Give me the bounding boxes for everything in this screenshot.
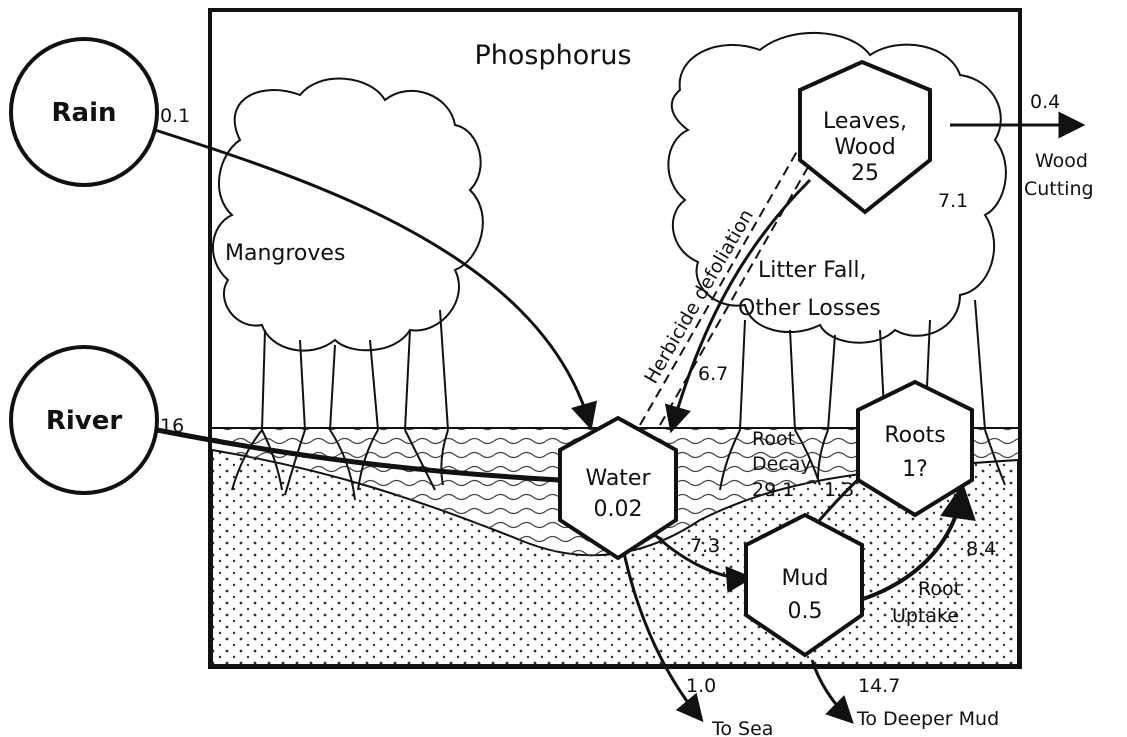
wood-cutting-label-1: Wood bbox=[1035, 150, 1088, 172]
to-sea-label: To Sea bbox=[711, 718, 773, 737]
wood-cutting-label-2: Cutting bbox=[1024, 178, 1094, 200]
root-uptake-label-1: Root bbox=[918, 578, 961, 600]
svg-text:25: 25 bbox=[851, 161, 879, 186]
flow-roots-to-mud-value: 1.3 bbox=[824, 479, 854, 501]
flow-root-decay-value: 29.1 bbox=[752, 479, 794, 501]
flow-rain-value: 0.1 bbox=[160, 105, 190, 127]
flow-leaves-loss-value: 7.1 bbox=[938, 190, 968, 212]
flow-litter-value: 6.7 bbox=[698, 363, 728, 385]
flow-root-uptake-value: 8.4 bbox=[966, 538, 996, 560]
root-decay-label-2: Decay bbox=[752, 453, 812, 475]
diagram-title: Phosphorus bbox=[474, 40, 631, 71]
svg-text:0.02: 0.02 bbox=[594, 497, 643, 522]
svg-text:Mud: Mud bbox=[782, 566, 829, 591]
flow-river-value: 16 bbox=[160, 415, 184, 437]
flow-to-deeper-mud-value: 14.7 bbox=[858, 675, 900, 697]
mangroves-label: Mangroves bbox=[225, 241, 345, 266]
to-deeper-mud-label: To Deeper Mud bbox=[856, 708, 999, 730]
litter-fall-label-1: Litter Fall, bbox=[758, 258, 867, 283]
flow-water-to-mud-value: 7.3 bbox=[690, 535, 720, 557]
root-uptake-label-2: Uptake bbox=[892, 605, 959, 627]
svg-text:1?: 1? bbox=[902, 457, 928, 482]
leaves-wood-storage: Leaves, Wood 25 bbox=[800, 62, 930, 212]
svg-text:Wood: Wood bbox=[834, 135, 895, 160]
svg-text:Roots: Roots bbox=[884, 423, 945, 448]
svg-text:Water: Water bbox=[585, 466, 651, 491]
litter-fall-label-2: Other Losses bbox=[738, 296, 881, 321]
flow-wood-cutting-value: 0.4 bbox=[1030, 91, 1060, 113]
svg-text:0.5: 0.5 bbox=[788, 599, 823, 624]
flow-to-sea-value: 1.0 bbox=[686, 675, 716, 697]
river-label: River bbox=[46, 406, 123, 436]
rain-label: Rain bbox=[52, 98, 117, 128]
svg-text:Leaves,: Leaves, bbox=[823, 109, 907, 134]
root-decay-label-1: Root bbox=[752, 428, 795, 450]
